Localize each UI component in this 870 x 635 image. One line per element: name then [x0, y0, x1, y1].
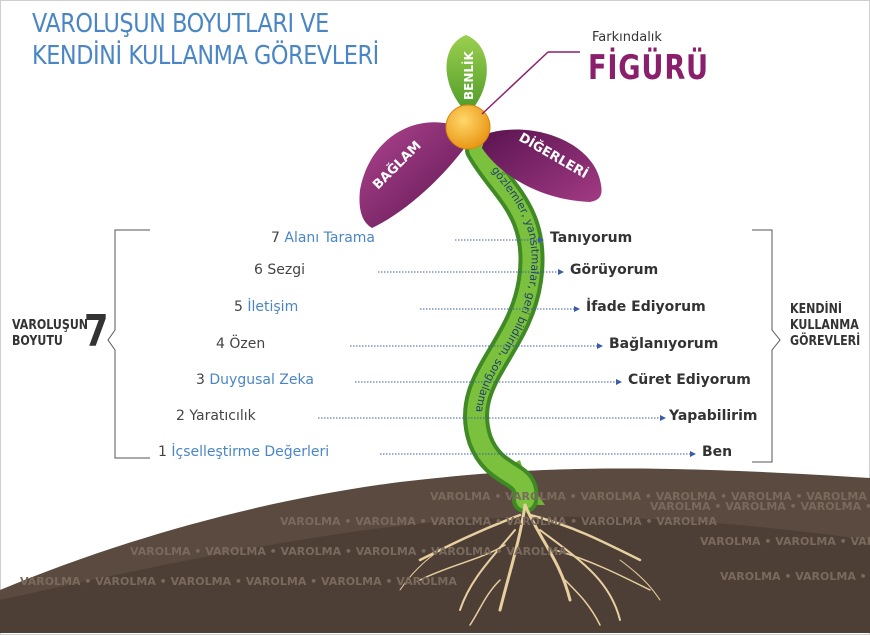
left-group-number: 7	[84, 306, 109, 357]
ground-text-7: VAROLMA • VAROLMA • VAROLMA • VAROLMA • …	[720, 570, 870, 583]
dimension-number: 3	[196, 372, 205, 388]
task-3: Cüret Ediyorum	[628, 372, 751, 388]
figure-center	[446, 105, 490, 149]
title-line-1: VAROLUŞUN BOYUTLARI VE	[32, 8, 379, 40]
task-5: İfade Ediyorum	[586, 299, 706, 315]
dimension-name: Alanı Tarama	[284, 230, 375, 246]
right-group-label: KENDİNİ KULLANMA GÖREVLERİ	[790, 302, 860, 350]
dimension-name: Yaratıcılık	[189, 408, 255, 424]
task-4: Bağlanıyorum	[609, 336, 718, 352]
page-title: VAROLUŞUN BOYUTLARI VE KENDİNİ KULLANMA …	[32, 8, 379, 72]
arrow-1	[690, 451, 696, 457]
petal-label-top: BENLİK	[461, 51, 476, 100]
task-6: Görüyorum	[570, 262, 658, 278]
figure-label: FİGÜRÜ	[588, 48, 709, 88]
ground-text-2: VAROLMA • VAROLMA • VAROLMA • VAROLMA • …	[280, 515, 717, 528]
dimension-number: 4	[216, 336, 225, 352]
dimension-row-7: 7 Alanı Tarama	[271, 230, 375, 246]
dimension-number: 5	[234, 299, 243, 315]
dimension-row-5: 5 İletişim	[234, 299, 298, 315]
dimension-name: Sezgi	[267, 262, 305, 278]
dimension-row-2: 2 Yaratıcılık	[176, 408, 256, 424]
left-bracket	[108, 230, 150, 458]
dimension-number: 1	[158, 444, 167, 460]
dimension-row-6: 6 Sezgi	[254, 262, 305, 278]
right-group-line-2: KULLANMA	[790, 318, 860, 334]
dimension-number: 7	[271, 230, 280, 246]
arrow-6	[558, 269, 564, 275]
task-1: Ben	[702, 444, 732, 460]
arrow-3	[616, 379, 622, 385]
arrow-5	[574, 306, 580, 312]
dimension-name: Duygusal Zeka	[209, 372, 314, 388]
ground-text-5: VAROLMA • VAROLMA • VAROLMA • VAROLMA • …	[650, 500, 870, 513]
dimension-name: İletişim	[247, 299, 298, 315]
task-7: Tanıyorum	[550, 230, 632, 246]
arrow-2	[660, 415, 666, 421]
dimension-row-1: 1 İçselleştirme Değerleri	[158, 444, 329, 460]
awareness-pointer	[482, 52, 548, 114]
dimension-row-3: 3 Duygusal Zeka	[196, 372, 314, 388]
dimension-name: İçselleştirme Değerleri	[171, 444, 329, 460]
dimension-number: 2	[176, 408, 185, 424]
dimension-name: Özen	[229, 336, 265, 352]
ground-text-3: VAROLMA • VAROLMA • VAROLMA • VAROLMA • …	[130, 545, 567, 558]
ground-text-6: VAROLMA • VAROLMA • VAROLMA • VAROLMA • …	[700, 535, 870, 548]
ground-text-4: VAROLMA • VAROLMA • VAROLMA • VAROLMA • …	[20, 575, 457, 588]
right-bracket	[752, 230, 780, 462]
right-group-line-1: KENDİNİ	[790, 302, 860, 318]
left-group-label: VAROLUŞUN BOYUTU	[12, 318, 88, 350]
dimension-row-4: 4 Özen	[216, 336, 265, 352]
task-2: Yapabilirim	[669, 408, 757, 424]
title-line-2: KENDİNİ KULLANMA GÖREVLERİ	[32, 40, 379, 72]
left-group-line-2: BOYUTU	[12, 334, 88, 350]
awareness-label: Farkındalık	[592, 30, 662, 45]
dimension-number: 6	[254, 262, 263, 278]
right-group-line-3: GÖREVLERİ	[790, 334, 860, 350]
arrow-4	[597, 343, 603, 349]
left-group-line-1: VAROLUŞUN	[12, 318, 88, 334]
